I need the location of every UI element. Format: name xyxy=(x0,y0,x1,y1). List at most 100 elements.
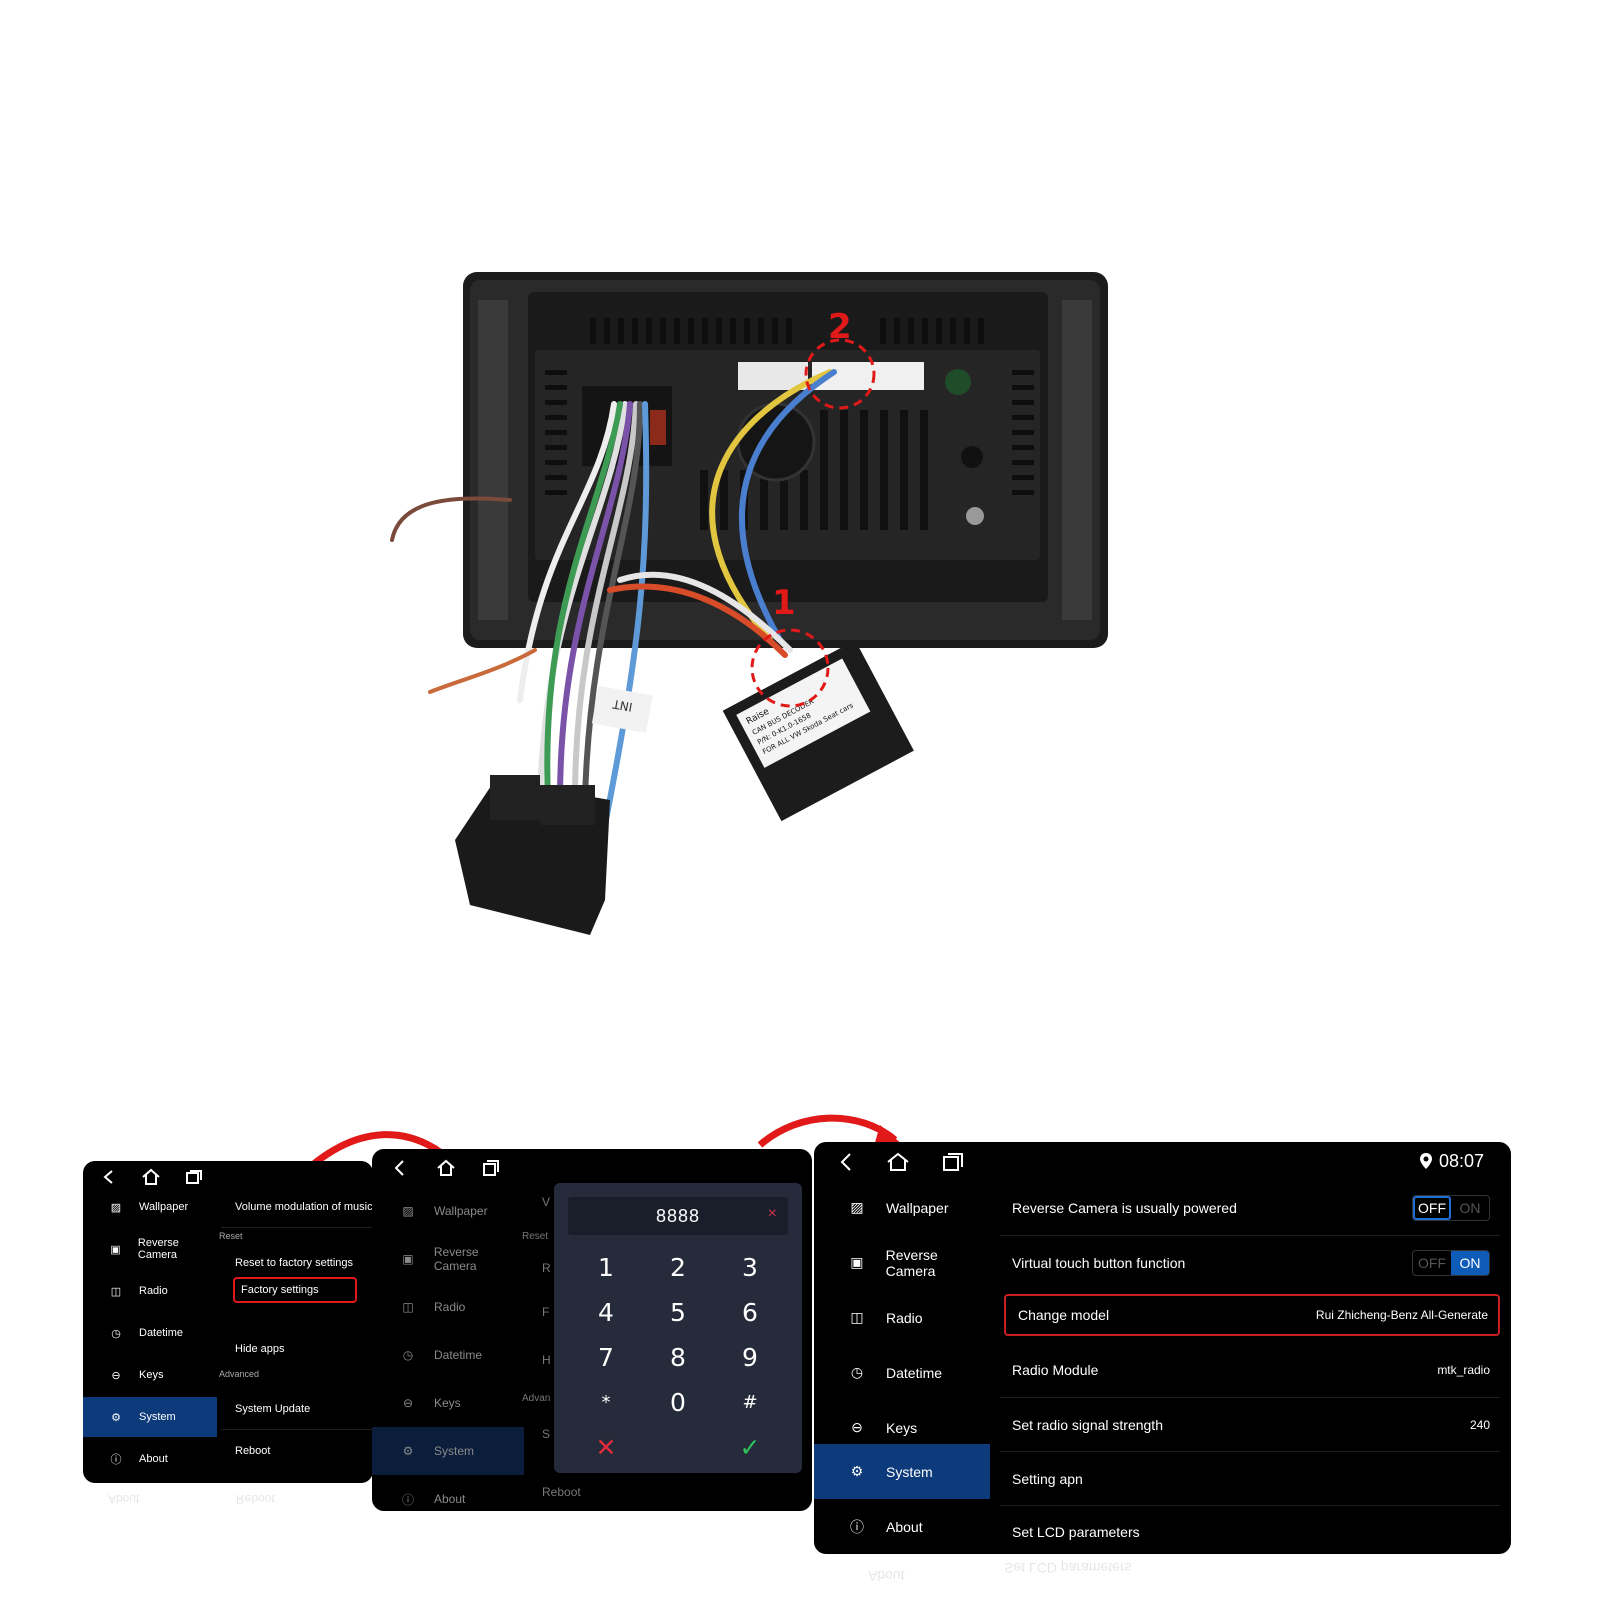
key-2[interactable]: 2 xyxy=(670,1252,686,1282)
password-keypad: 8888 × 1 2 3 4 5 6 7 8 9 * 0 # ✕ ✓ xyxy=(554,1183,802,1473)
bg-label: Reset xyxy=(522,1231,549,1242)
reflection-reboot: Reboot xyxy=(236,1492,275,1506)
key-1[interactable]: 1 xyxy=(598,1252,614,1282)
bg-label: Reboot xyxy=(542,1485,581,1499)
sidebar-item-radio[interactable]: ◫Radio xyxy=(372,1283,524,1331)
info-icon: ⓘ xyxy=(401,1492,414,1507)
gear-icon: ⚙ xyxy=(111,1411,121,1424)
radio-icon: ◫ xyxy=(402,1300,414,1314)
reverse-camera-power-toggle[interactable]: OFF ON xyxy=(1412,1195,1490,1221)
key-star[interactable]: * xyxy=(601,1391,611,1413)
row-reboot[interactable]: Reboot xyxy=(235,1445,271,1457)
key-hash[interactable]: # xyxy=(742,1391,758,1413)
sidebar-item-datetime[interactable]: ◷Datetime xyxy=(372,1331,524,1379)
callout-marker-2: 2 xyxy=(828,307,852,347)
row-reset-factory[interactable]: Reset to factory settings xyxy=(235,1257,353,1269)
row-system-update[interactable]: System Update xyxy=(235,1403,311,1415)
sidebar-item-about[interactable]: ⓘ About xyxy=(83,1439,217,1479)
bg-label: Advan xyxy=(522,1393,551,1404)
sidebar-item-wallpaper[interactable]: ▨Wallpaper xyxy=(814,1180,990,1235)
password-screen: ▨Wallpaper ▣Reverse Camera ◫Radio ◷Datet… xyxy=(372,1149,812,1511)
callout-circle-2 xyxy=(804,338,876,410)
sidebar-item-keys[interactable]: ⊖Keys xyxy=(814,1400,990,1455)
cancel-button[interactable]: ✕ xyxy=(595,1432,617,1462)
bg-label: V xyxy=(542,1195,551,1209)
home-icon[interactable] xyxy=(141,1168,161,1186)
arrow-2 xyxy=(757,1114,898,1148)
sidebar-item-keys[interactable]: ⊖Keys xyxy=(83,1355,217,1395)
film-icon: ▣ xyxy=(850,1254,864,1270)
change-model-value: Rui Zhicheng-Benz All-Generate xyxy=(1315,1308,1488,1322)
key-3[interactable]: 3 xyxy=(742,1252,758,1282)
sidebar-label: About xyxy=(139,1453,168,1465)
row-volume-modulation[interactable]: Volume modulation of music xyxy=(235,1201,373,1213)
sidebar-item-radio[interactable]: ◫Radio xyxy=(814,1290,990,1345)
key-9[interactable]: 9 xyxy=(742,1342,758,1372)
row-lcd-parameters[interactable]: Set LCD parameters xyxy=(1012,1524,1140,1540)
key-4[interactable]: 4 xyxy=(598,1297,614,1327)
key-0[interactable]: 0 xyxy=(670,1387,686,1417)
back-icon[interactable] xyxy=(838,1152,854,1172)
row-setting-apn[interactable]: Setting apn xyxy=(1012,1471,1083,1487)
steering-wheel-icon: ⊖ xyxy=(851,1419,863,1435)
sidebar-item-reverse-camera[interactable]: ▣Reverse Camera xyxy=(814,1235,990,1290)
film-icon: ▣ xyxy=(402,1252,414,1266)
key-6[interactable]: 6 xyxy=(742,1297,758,1327)
home-icon[interactable] xyxy=(886,1152,910,1172)
wallpaper-icon: ▨ xyxy=(850,1199,864,1215)
sidebar-label: System xyxy=(139,1411,176,1423)
bg-label: S xyxy=(542,1427,551,1441)
wallpaper-icon: ▨ xyxy=(110,1201,122,1214)
steering-wheel-icon: ⊖ xyxy=(111,1369,121,1382)
key-8[interactable]: 8 xyxy=(670,1342,686,1372)
info-icon: ⓘ xyxy=(850,1518,864,1535)
sidebar-item-radio[interactable]: ◫Radio xyxy=(83,1271,217,1311)
back-icon[interactable] xyxy=(101,1169,117,1185)
row-radio-module[interactable]: Radio Module mtk_radio xyxy=(1012,1362,1490,1378)
sidebar-item-reverse-camera[interactable]: ▣Reverse Camera xyxy=(372,1235,524,1283)
sidebar-item-datetime[interactable]: ◷Datetime xyxy=(814,1345,990,1400)
row-reverse-camera-power: Reverse Camera is usually powered OFF ON xyxy=(1000,1182,1500,1234)
film-icon: ▣ xyxy=(110,1243,121,1256)
row-hide-apps[interactable]: Hide apps xyxy=(235,1343,285,1355)
reflection-about: About xyxy=(868,1568,905,1584)
row-virtual-touch-button: Virtual touch button function OFF ON xyxy=(1000,1237,1500,1289)
clock-time: 08:07 xyxy=(1439,1151,1485,1171)
key-7[interactable]: 7 xyxy=(598,1342,614,1372)
radio-icon: ◫ xyxy=(110,1285,122,1298)
confirm-button[interactable]: ✓ xyxy=(739,1432,761,1462)
sidebar-item-keys[interactable]: ⊖Keys xyxy=(372,1379,524,1427)
sidebar-item-system[interactable]: ⚙System xyxy=(814,1444,990,1499)
sidebar-item-system[interactable]: ⚙System xyxy=(372,1427,524,1475)
info-icon: ⓘ xyxy=(110,1454,122,1466)
section-reset: Reset xyxy=(219,1231,243,1241)
pin-input[interactable]: 8888 × xyxy=(568,1197,788,1235)
row-change-model[interactable]: Change model Rui Zhicheng-Benz All-Gener… xyxy=(1004,1294,1500,1336)
bg-label: F xyxy=(542,1305,550,1319)
home-icon[interactable] xyxy=(436,1159,456,1177)
sidebar-label: Datetime xyxy=(139,1327,184,1339)
virtual-touch-button-toggle[interactable]: OFF ON xyxy=(1412,1250,1490,1276)
reflection-about: About xyxy=(108,1492,140,1506)
sidebar-item-reverse-camera[interactable]: ▣Reverse Camera xyxy=(83,1229,217,1269)
callout-marker-1: 1 xyxy=(772,583,796,623)
key-5[interactable]: 5 xyxy=(670,1297,686,1327)
back-icon[interactable] xyxy=(392,1159,408,1177)
clear-icon[interactable]: × xyxy=(767,1205,778,1222)
recents-icon[interactable] xyxy=(185,1169,203,1185)
gear-icon: ⚙ xyxy=(402,1444,414,1458)
section-advanced: Advanced xyxy=(219,1369,260,1379)
callout-circle-1 xyxy=(750,628,830,708)
row-radio-signal-strength[interactable]: Set radio signal strength 240 xyxy=(1012,1417,1490,1433)
factory-settings-button[interactable]: Factory settings xyxy=(233,1277,357,1303)
nav-bar xyxy=(83,1161,373,1193)
sidebar-item-wallpaper[interactable]: ▨Wallpaper xyxy=(372,1187,524,1235)
radio-icon: ◫ xyxy=(850,1309,864,1325)
recents-icon[interactable] xyxy=(942,1152,964,1172)
sidebar-item-system[interactable]: ⚙ System xyxy=(83,1397,217,1437)
sidebar-item-datetime[interactable]: ◷Datetime xyxy=(83,1313,217,1353)
recents-icon[interactable] xyxy=(482,1159,500,1177)
sidebar-item-wallpaper[interactable]: ▨Wallpaper xyxy=(83,1187,217,1227)
